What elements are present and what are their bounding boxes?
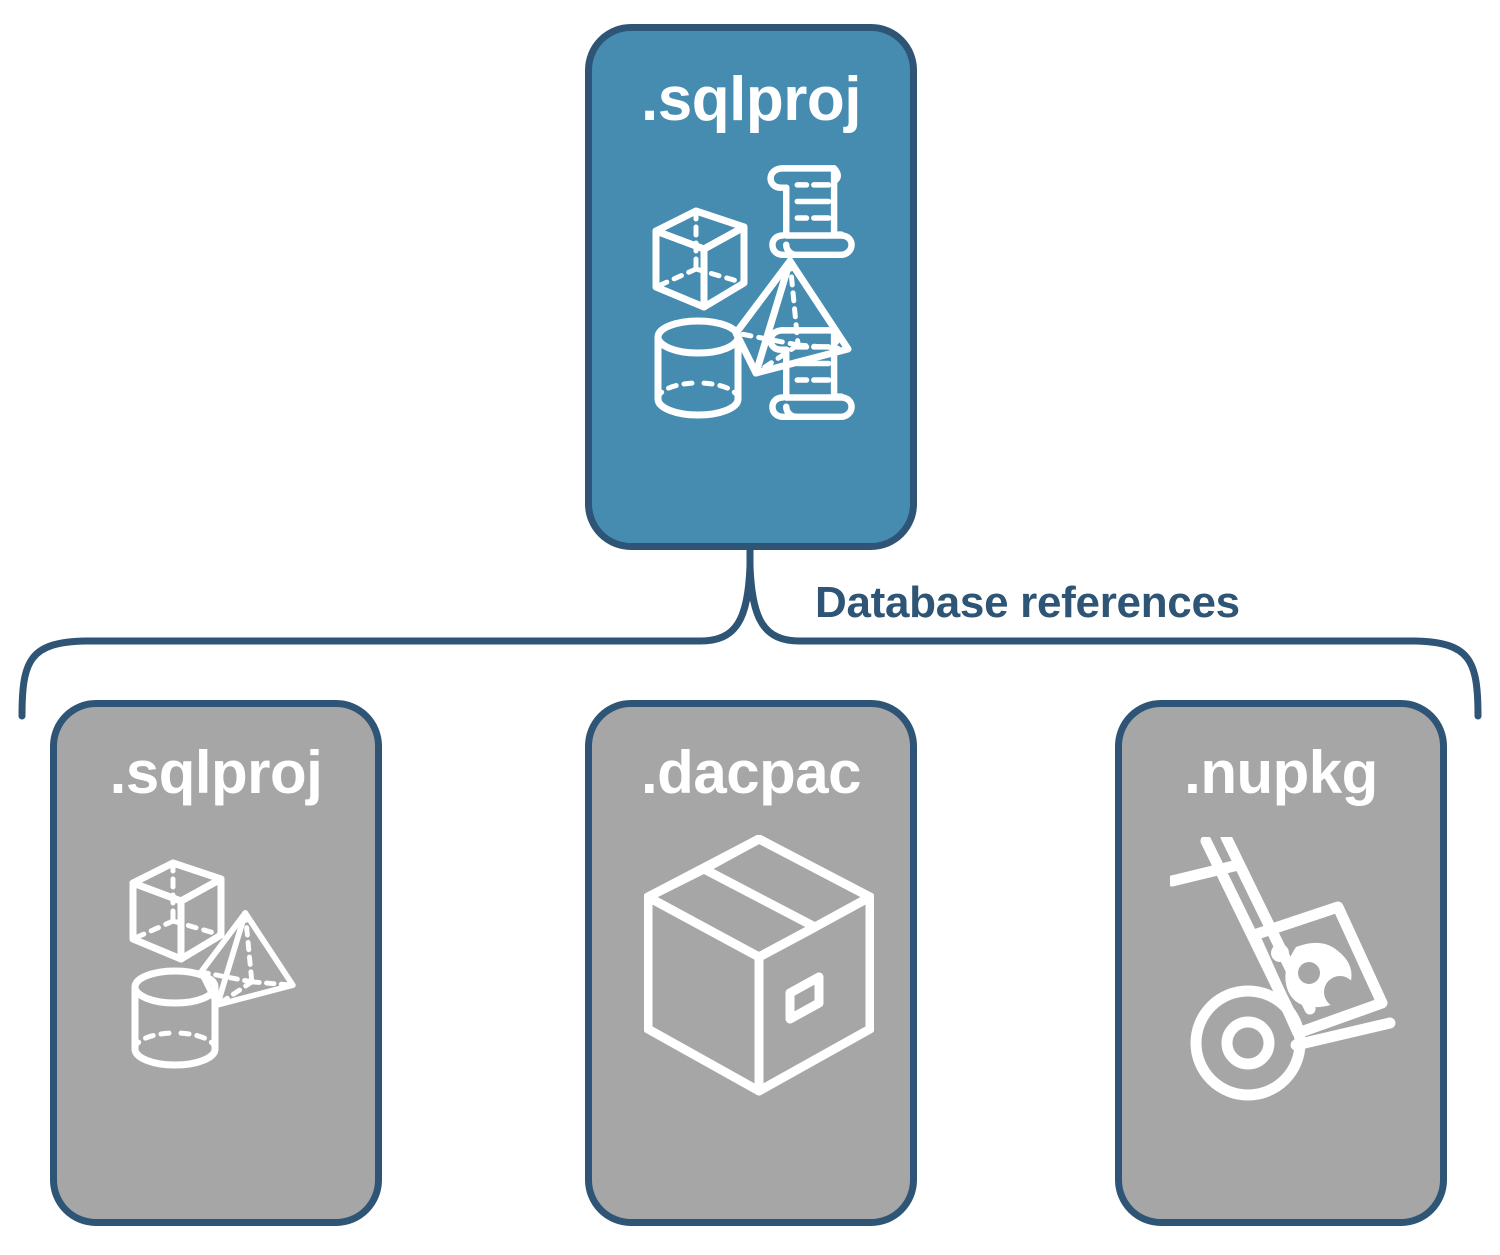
curly-brace bbox=[18, 565, 1482, 720]
node-reference-label: .dacpac bbox=[641, 739, 861, 806]
connector-label: Database references bbox=[815, 578, 1240, 627]
node-root-label: .sqlproj bbox=[641, 65, 861, 134]
database-objects-icon bbox=[648, 161, 868, 436]
scroll-icon bbox=[767, 165, 855, 259]
scroll-icon bbox=[767, 327, 855, 421]
cube-icon bbox=[129, 859, 225, 963]
node-reference-nupkg[interactable]: .nupkg bbox=[1115, 700, 1447, 1226]
cylinder-icon bbox=[131, 967, 219, 1069]
hand-truck-icon bbox=[1166, 831, 1396, 1101]
node-reference-label: .nupkg bbox=[1184, 739, 1378, 806]
pyramid-icon bbox=[732, 257, 852, 377]
node-reference-sqlproj[interactable]: .sqlproj bbox=[50, 700, 382, 1226]
node-reference-dacpac[interactable]: .dacpac bbox=[585, 700, 917, 1226]
node-root-sqlproj[interactable]: .sqlproj bbox=[585, 24, 917, 550]
database-objects-icon bbox=[125, 855, 325, 1090]
package-box-icon bbox=[643, 834, 875, 1110]
cube-icon bbox=[652, 207, 748, 311]
hand-truck-package-icon bbox=[1166, 831, 1410, 1112]
package-icon bbox=[1248, 901, 1388, 1039]
cylinder-icon bbox=[654, 317, 742, 419]
node-reference-label: .sqlproj bbox=[109, 739, 323, 806]
